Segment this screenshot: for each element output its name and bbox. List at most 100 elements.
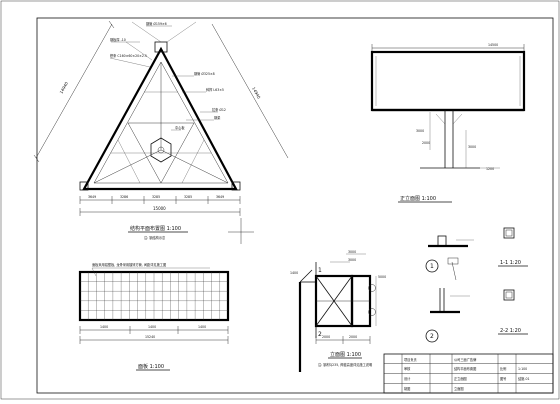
detail-circle-label: 1: [430, 263, 434, 270]
plan-member: [117, 139, 141, 184]
dim-tick: [33, 154, 40, 163]
callout-text: 钢梁: [214, 115, 221, 120]
section-detail: 1400 1 2 3000 3000 5000 2000 2000 立面图 1:…: [290, 250, 386, 372]
dim-text: 3649: [88, 195, 96, 199]
leader: [125, 41, 153, 61]
detail-1-plate: [437, 235, 447, 247]
tb-label: 图号: [500, 376, 506, 381]
detail-circle: [368, 308, 376, 316]
front-base-dim: 1200: [486, 167, 494, 171]
callout-text: 钢板厚 -10: [110, 37, 126, 42]
plan-member: [160, 149, 229, 184]
plan-member: [181, 139, 205, 184]
section-dim: 1400: [290, 271, 298, 275]
dim-text: 3285: [152, 195, 160, 199]
front-top-dim: 14500: [488, 43, 498, 47]
detail-circle-label: 2: [430, 333, 434, 340]
corner-post-left: [79, 181, 89, 191]
tb-sub-name: 正立面图: [454, 376, 467, 381]
section-note: 注: 钢材Q235, 焊缝高度详见施工说明: [318, 362, 372, 367]
detail-sketches: 1 2 1-1 1:20 2-2 1:20: [425, 227, 528, 343]
leader: [131, 21, 162, 43]
dim-left-text: 14940: [59, 81, 70, 95]
dim-text: 2000: [322, 335, 330, 339]
brace: [435, 113, 446, 125]
center-node: [157, 146, 165, 154]
elevation-callout: 面板采用铝塑板, 龙骨采用镀锌方管, 间距详见施工图: [92, 262, 166, 267]
detail-1-weld: [451, 261, 457, 281]
callout-text: 檩条 C160×60×20×2.5: [110, 53, 147, 58]
dim-text: 3285: [184, 195, 192, 199]
front-col-dim: 3000: [468, 145, 476, 149]
section-1-box: [503, 227, 515, 239]
plan-member: [93, 149, 162, 184]
dim-text: 3649: [216, 195, 224, 199]
front-height-dim: 3000: [416, 129, 424, 133]
front-view: 14500 3000 2000 3000 1200 正立面图 1:100: [370, 43, 526, 203]
tb-number: 结施-01: [518, 376, 530, 381]
dim-line-left: [35, 23, 113, 159]
callout-text: 斜撑 L63×5: [206, 87, 224, 92]
callout-text: 中心板: [175, 125, 185, 130]
drawing-frame: [36, 17, 554, 394]
callout-text: 拉条 Ø12: [212, 107, 226, 112]
billboard-face: [370, 50, 526, 112]
leader: [109, 57, 151, 68]
dim-text: 1400: [148, 325, 156, 329]
section-2-label: 2-2 1:20: [500, 328, 521, 334]
detail-1-block: [447, 257, 459, 265]
dim-text: 2000: [349, 335, 357, 339]
elevation-panel: 面板采用铝塑板, 龙骨采用镀锌方管, 间距详见施工图 1400 1400 140…: [78, 262, 230, 371]
brace: [452, 113, 463, 125]
tb-scale: 1:100: [518, 367, 527, 371]
plan-note: 注: 钢结构示意: [144, 235, 165, 240]
detail-circle: [368, 284, 376, 292]
detail-circle-1: [425, 259, 439, 273]
dim-text: 1400: [198, 325, 206, 329]
tb-label: 审核: [404, 366, 411, 371]
section-marker: 1: [318, 267, 322, 274]
plan-title: 结构平面布置图 1:100: [130, 225, 181, 232]
dim-overall-text: 15000: [153, 206, 166, 211]
callout-text: 钢管 Ø325×8: [194, 71, 215, 76]
callout-text: 钢管 Ø159×6: [146, 21, 167, 26]
tb-drawing-name: 结构平面布置图: [454, 366, 476, 371]
elevation-title: 面板 1:100: [138, 363, 164, 370]
section-2-inner: [505, 291, 513, 299]
tb-label: 比例: [500, 366, 506, 371]
section-title: 立面图 1:100: [330, 351, 361, 358]
dim-tick: [108, 20, 115, 29]
section-dim: 3000: [348, 258, 356, 262]
dim-text: 1400: [100, 325, 108, 329]
triangle-outer: [82, 46, 238, 191]
title-block: 项目负责 审核 设计 制图 公司三面广告牌 结构平面布置图 正立面图 立面图 比…: [383, 353, 554, 394]
tb-label: 项目负责: [404, 357, 417, 362]
section-2-box: [503, 289, 515, 301]
dim-total-text: 15240: [145, 335, 155, 339]
section-dim: 3000: [348, 250, 356, 254]
tb-label: 设计: [404, 376, 411, 381]
front-title: 正立面图 1:100: [400, 195, 436, 202]
tb-label: 制图: [404, 386, 410, 391]
dim-line-right: [211, 23, 289, 159]
tb-sheet: 立面图: [454, 386, 464, 391]
section-1-inner: [505, 229, 513, 237]
leader: [91, 267, 97, 277]
support-arm: [299, 269, 313, 283]
front-col-dim: 2000: [422, 141, 430, 145]
dim-text: 3286: [120, 195, 128, 199]
section-marker: 2: [318, 331, 322, 338]
crosshair-mark: [228, 218, 254, 244]
dim-right-text: 14940: [251, 86, 262, 100]
detail-circle-2: [425, 329, 439, 343]
section-dim: 5000: [378, 275, 386, 279]
triangle-plan: 14940 14940 钢管 Ø159×6 钢板厚 -10 檩条 C160×60…: [33, 20, 289, 240]
leader: [166, 21, 197, 43]
corner-post-right: [231, 181, 241, 191]
section-1-label: 1-1 1:20: [500, 260, 521, 266]
tb-company: 公司三面广告牌: [454, 357, 477, 362]
center-hexagon: [150, 137, 172, 163]
